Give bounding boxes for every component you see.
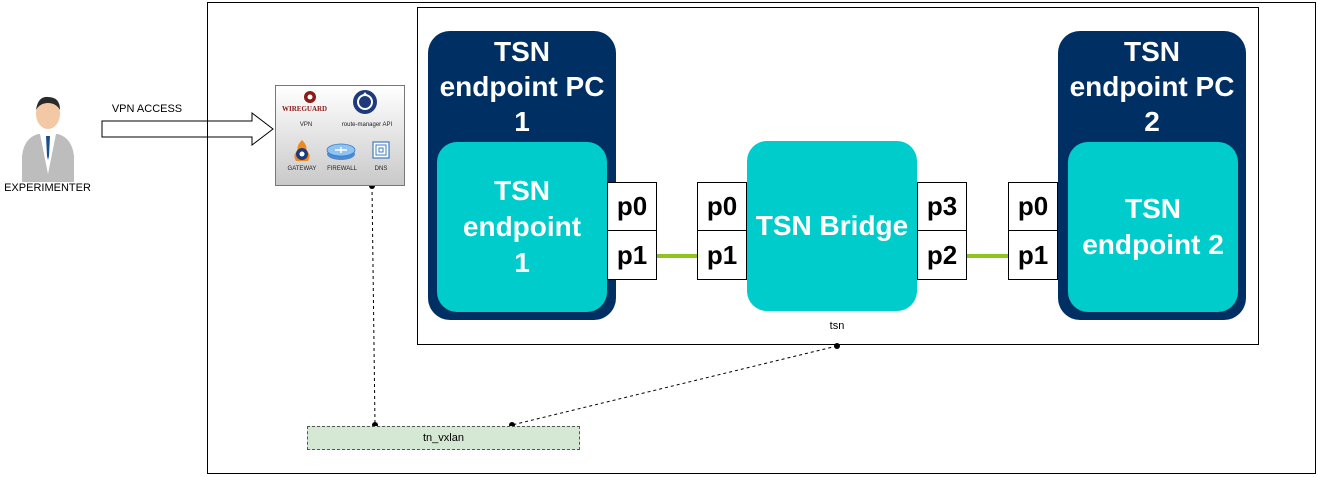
services-vxlan-link — [371, 185, 376, 426]
vpn-access-label: VPN ACCESS — [111, 103, 183, 115]
pc-2-title: TSN endpoint PC 2 — [1069, 36, 1235, 137]
route-manager-icon — [353, 90, 377, 114]
services-panel[interactable]: WIREGUARD VPN route-manager API GATEWAY … — [275, 85, 405, 186]
experimenter-label: EXPERIMENTER — [4, 182, 91, 194]
tn-vxlan-bar[interactable]: tn_vxlan — [307, 426, 580, 450]
tsn-vxlan-link — [511, 345, 838, 426]
experimenter-node[interactable]: EXPERIMENTER — [0, 92, 95, 197]
pc-1-port-p1[interactable]: p1 — [607, 230, 657, 280]
firewall-label: FIREWALL — [327, 166, 357, 172]
gateway-label: GATEWAY — [287, 166, 317, 172]
tsn-endpoint-1[interactable]: TSN endpoint 1 — [437, 142, 607, 312]
link-pc1-p1-bridge-p1 — [657, 254, 697, 258]
person-icon — [22, 96, 74, 182]
pc-2-port-p1[interactable]: p1 — [1008, 230, 1058, 280]
tsn-network-label: tsn — [829, 320, 845, 332]
firewall-icon — [326, 143, 356, 160]
vpn-service-label: VPN — [299, 122, 313, 128]
wireguard-logo-text: WIREGUARD — [282, 105, 328, 113]
tsn-endpoint-2[interactable]: TSN endpoint 2 — [1068, 142, 1238, 312]
testbed-frame — [207, 2, 1316, 474]
link-bridge-p2-pc2-p1 — [967, 254, 1008, 258]
vpn-access-arrow — [101, 111, 274, 147]
pc-1-port-p0[interactable]: p0 — [607, 182, 657, 231]
pc-2-port-p0[interactable]: p0 — [1008, 182, 1058, 231]
pc-1-title: TSN endpoint PC 1 — [439, 36, 605, 137]
dns-icon — [372, 141, 390, 159]
wireguard-icon: WIREGUARD — [282, 90, 328, 116]
gateway-icon — [294, 140, 310, 161]
bridge-port-p3[interactable]: p3 — [917, 182, 967, 231]
bridge-port-p2[interactable]: p2 — [917, 230, 967, 280]
bridge-port-p0[interactable]: p0 — [697, 182, 747, 231]
tsn-network-frame — [417, 7, 1259, 345]
bridge-port-p1[interactable]: p1 — [697, 230, 747, 280]
dns-label: DNS — [374, 166, 388, 172]
tsn-bridge[interactable]: TSN Bridge — [747, 141, 917, 311]
route-manager-label: route-manager API — [341, 122, 393, 128]
